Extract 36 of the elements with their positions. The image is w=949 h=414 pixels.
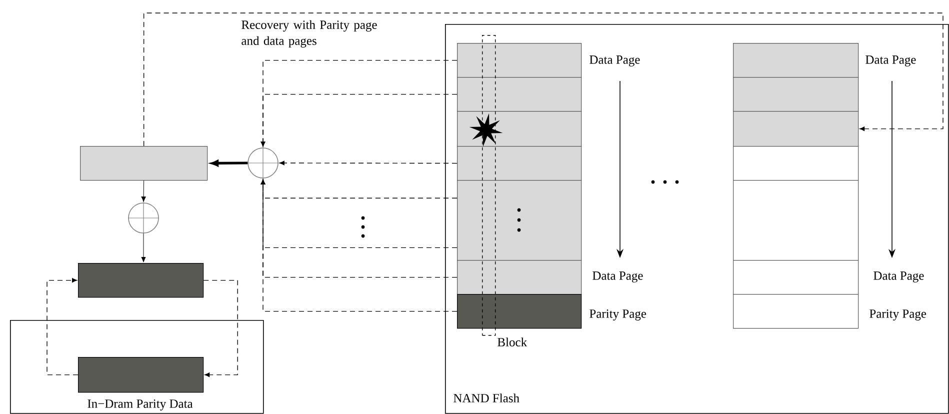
page-label: Parity Page <box>590 310 646 320</box>
page-row <box>733 146 859 181</box>
parity-box <box>78 357 204 393</box>
xor-symbol <box>128 202 160 234</box>
caption-text: Recovery with Parity page and data pages <box>242 20 377 48</box>
arrow <box>260 94 458 147</box>
page-row <box>457 77 582 112</box>
arrow <box>143 12 944 146</box>
block-outline <box>482 35 528 346</box>
arrow <box>279 160 458 166</box>
page-row <box>457 294 646 329</box>
page-row <box>733 260 924 295</box>
page-row <box>457 43 640 78</box>
xor-symbol <box>247 147 279 179</box>
page-row <box>457 146 582 181</box>
page-row <box>457 260 643 295</box>
page-row <box>733 111 859 147</box>
arrow <box>141 233 146 262</box>
page-label: Data Page <box>592 272 643 282</box>
arrow <box>46 278 78 376</box>
arrow <box>203 280 238 377</box>
page-label: Data Page <box>590 56 640 66</box>
node-label: NAND Flash <box>454 394 520 402</box>
parity-box <box>78 263 204 298</box>
page-row <box>733 77 859 112</box>
arrow <box>260 179 458 312</box>
node-label: In−Dram Parity Data <box>88 400 193 410</box>
page-label: Data Page <box>866 56 916 66</box>
page-label: Data Page <box>874 272 924 282</box>
arrow <box>141 180 146 202</box>
page-row <box>457 111 582 147</box>
page-row <box>733 43 916 78</box>
page-label: Parity Page <box>870 310 926 320</box>
buffer-box <box>80 146 208 181</box>
page-row <box>733 294 926 329</box>
node-label: Block <box>498 338 528 346</box>
